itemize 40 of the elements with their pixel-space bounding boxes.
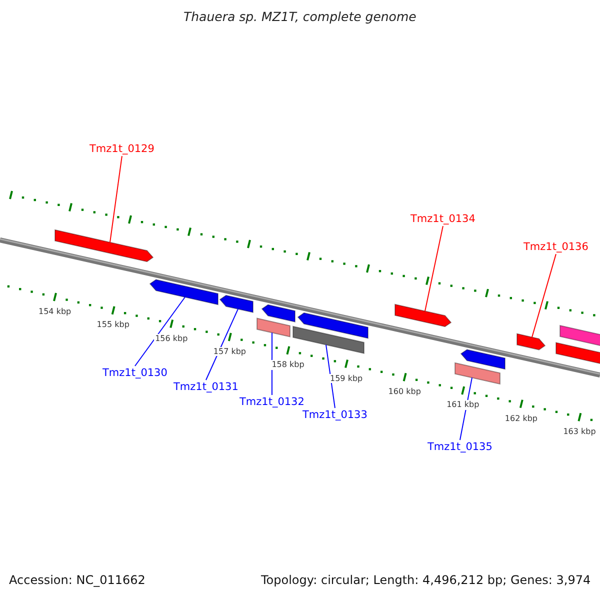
- scale-label: 162 kbp: [504, 414, 538, 423]
- scale-label: 155 kbp: [96, 320, 130, 330]
- gene-feature: [560, 324, 600, 346]
- scale-label: 163 kbp: [562, 427, 597, 436]
- gene-feature: [516, 333, 546, 350]
- leader-line: [532, 254, 556, 338]
- diagram-title: Thauera sp. MZ1T, complete genome: [184, 10, 416, 24]
- leader-line: [326, 344, 336, 408]
- gene-label: Tmz1t_0136: [524, 241, 588, 254]
- leader-line: [205, 308, 238, 380]
- gene-feature: [54, 229, 154, 262]
- leader-line: [134, 296, 186, 366]
- leader-line: [424, 226, 444, 312]
- gene-bar: [256, 318, 290, 338]
- gene-label: Tmz1t_0132: [240, 396, 304, 408]
- accession-text: Accession: NC_011662: [9, 574, 146, 588]
- gene-label: Tmz1t_0130: [102, 367, 168, 380]
- scale-label: 156 kbp: [154, 334, 189, 343]
- scale-label: 157 kbp: [212, 347, 247, 356]
- scale-label: 154 kbp: [38, 307, 72, 316]
- genome-info-text: Topology: circular; Length: 4,496,212 bp; Genes: 3,974: [261, 574, 591, 588]
- gene-feature: [460, 349, 506, 370]
- scale-label: 159 kbp: [329, 374, 364, 383]
- scale-label: 161 kbp: [446, 400, 480, 410]
- gene-label: Tmz1t_0133: [302, 409, 368, 422]
- gene-label: Tmz1t_0135: [428, 441, 492, 454]
- gene-label: Tmz1t_0131: [174, 381, 238, 394]
- gene-bar: [292, 326, 364, 354]
- gene-feature: [297, 312, 368, 339]
- gene-label: Tmz1t_0134: [410, 213, 476, 226]
- scale-label: 160 kbp: [387, 387, 422, 396]
- gene-feature: [219, 294, 254, 314]
- leader-line: [110, 156, 122, 243]
- gene-feature: [149, 279, 218, 306]
- gene-feature: [394, 304, 452, 328]
- gene-feature: [261, 304, 296, 323]
- gene-feature: [556, 342, 600, 364]
- gene-label: Tmz1t_0129: [90, 143, 154, 156]
- scale-label: 158 kbp: [270, 360, 306, 370]
- gene-bar: [454, 362, 500, 385]
